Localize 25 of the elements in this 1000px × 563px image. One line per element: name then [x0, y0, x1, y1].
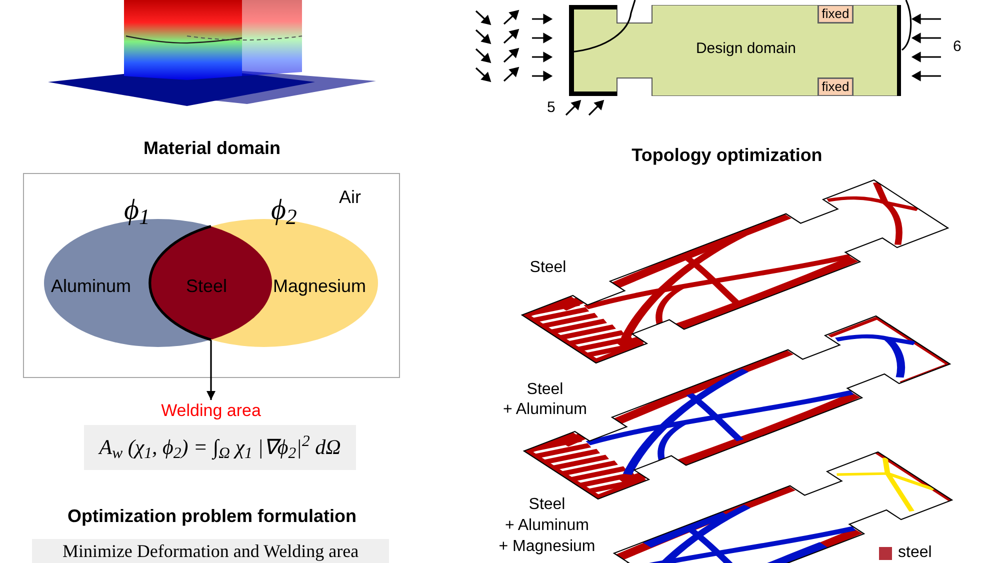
- domain-frame: [23, 173, 400, 378]
- curved-leader-line: [901, 0, 912, 51]
- domain-label: Design domain: [694, 39, 798, 59]
- fixed-support-patch: fixed: [818, 5, 853, 23]
- section-heading: Material domain: [142, 137, 282, 159]
- region-label: Magnesium: [273, 275, 366, 297]
- design-domain-shape: [569, 5, 901, 96]
- phase-symbol: ϕ$_{1}$: [124, 193, 150, 227]
- fixed-support-patch: fixed: [818, 78, 853, 96]
- arrow: [206, 340, 216, 400]
- objective-box: Minimize Deformation and Welding area: [32, 539, 389, 563]
- section-heading: Topology optimization: [630, 144, 824, 166]
- callout-number: 6: [953, 38, 962, 56]
- material-label: Steel + Aluminum: [502, 380, 588, 420]
- region-label: Aluminum: [51, 275, 132, 297]
- phase-symbol: ϕ$_{2}$: [271, 193, 297, 227]
- material-label: Steel + Aluminum + Magnesium: [498, 495, 596, 557]
- callout-number: 5: [547, 99, 556, 117]
- legend-label: steel: [898, 544, 932, 562]
- region-label: Steel: [186, 275, 228, 297]
- region-label: Air: [339, 186, 361, 208]
- formula-box: A$_{w}$ (χ$_{1}$, ϕ$_{2}$) = ∫$_{Ω}$ χ$_{1}$ |∇ϕ$_{2}$|$^{2}$ dΩ: [84, 425, 356, 470]
- annotation-label: Welding area: [146, 401, 276, 421]
- material-label: Steel: [528, 258, 568, 278]
- section-heading: Optimization problem formulation: [66, 505, 358, 527]
